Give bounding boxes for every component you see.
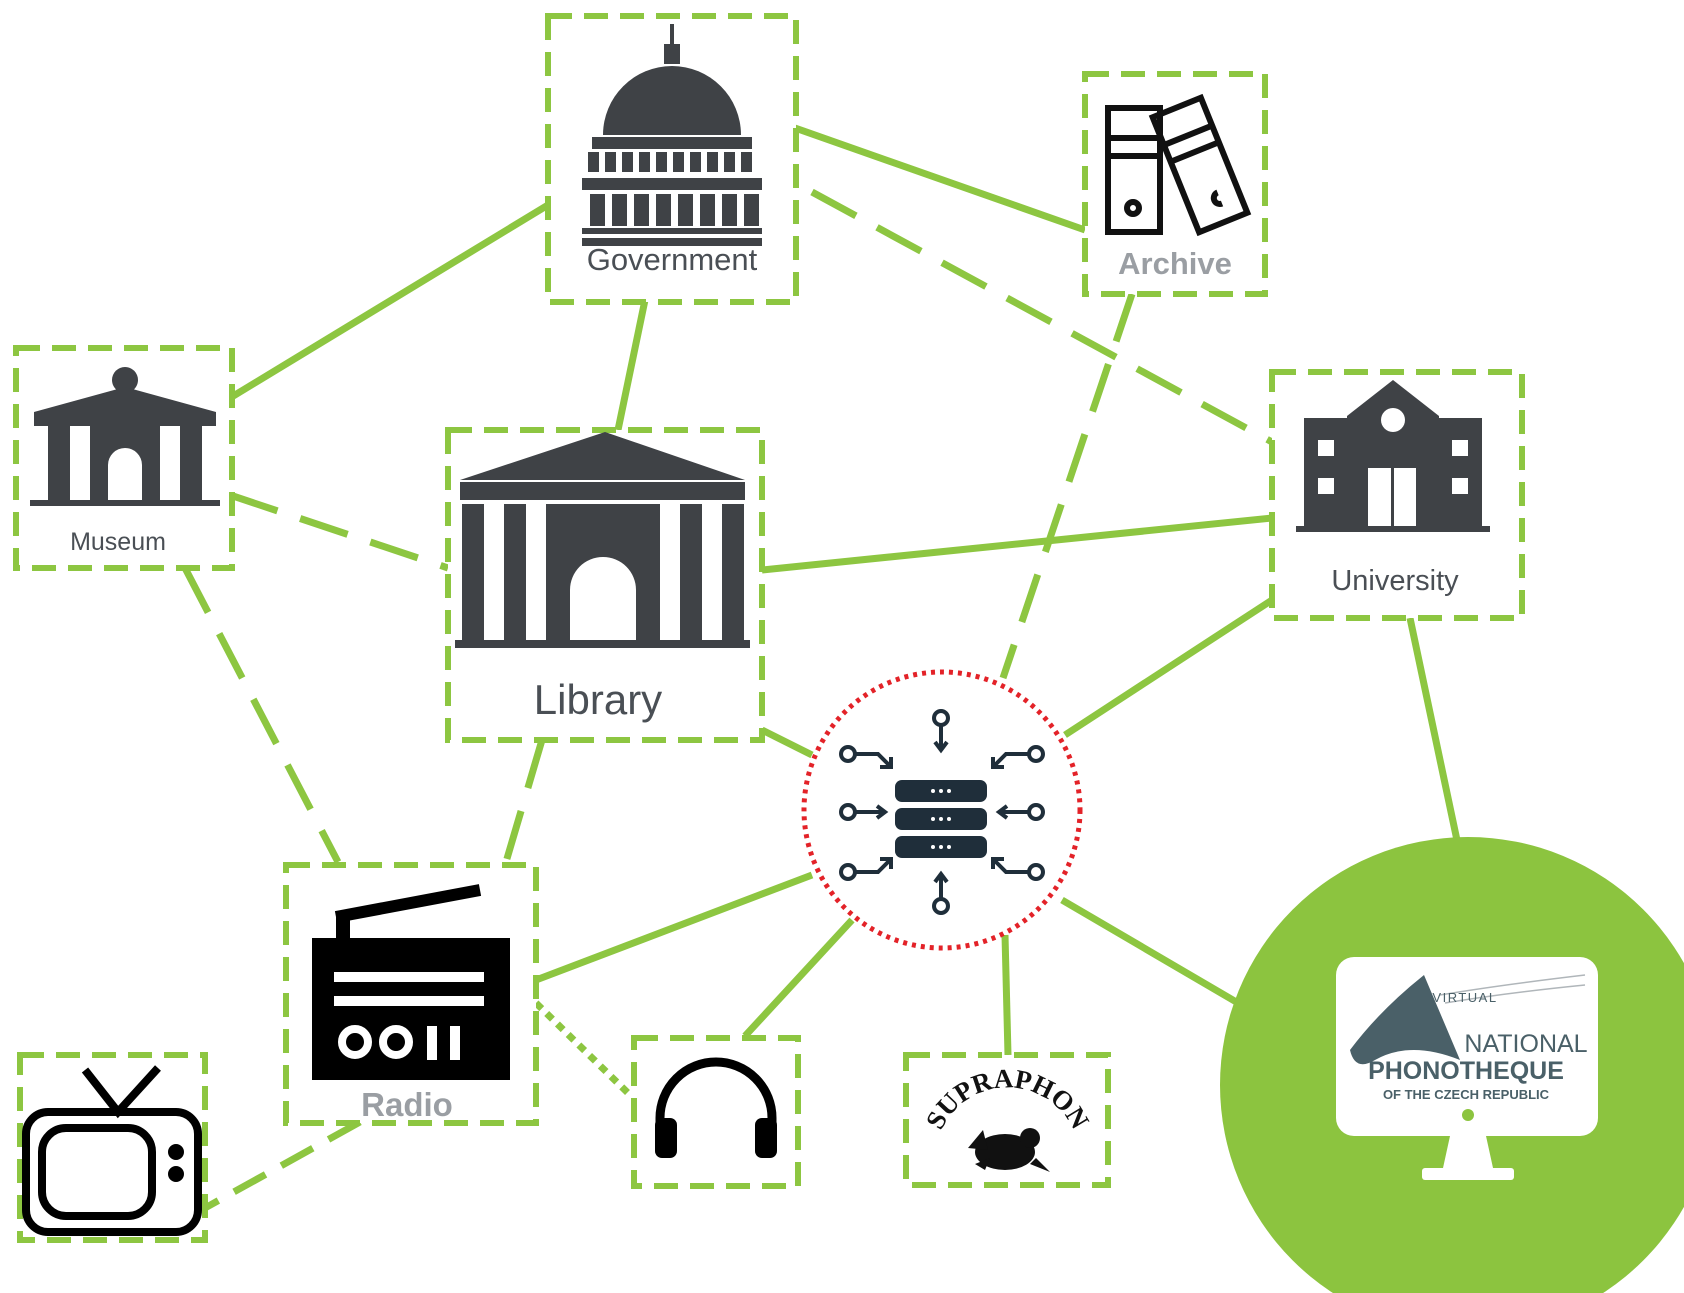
edge-museum-radio — [181, 566, 342, 864]
edge-government-archive — [793, 124, 1087, 234]
edge-university-hub — [1063, 597, 1274, 738]
connectors — [181, 124, 1462, 1212]
television-icon — [22, 1065, 202, 1236]
television-node[interactable] — [17, 1052, 208, 1243]
edge-hub-headphones — [742, 917, 855, 1039]
edge-radio-headphones — [533, 1000, 633, 1098]
database-hub-node[interactable] — [801, 669, 1083, 951]
edge-museum-library — [228, 491, 450, 572]
edge-government-museum — [228, 202, 550, 401]
phonotheque-node[interactable]: VIRTUAL NATIONAL PHONOTHEQUE OF THE CZEC… — [1220, 837, 1684, 1293]
edge-library-radio — [502, 739, 546, 863]
radio-node[interactable]: Radio — [283, 862, 539, 1126]
data-flow-arrows-icon — [839, 709, 1045, 915]
capitol-icon — [582, 24, 762, 246]
headphones-node[interactable] — [631, 1035, 801, 1189]
library-node[interactable]: Library — [445, 427, 765, 743]
edge-radio-television — [203, 1118, 362, 1212]
archive-node[interactable]: Archive — [1082, 71, 1268, 297]
edge-government-library — [614, 299, 649, 431]
museum-icon — [30, 367, 220, 506]
phonotheque-line1: VIRTUAL — [1432, 990, 1497, 1005]
supraphon-node[interactable]: SUPRAPHON — [903, 1052, 1111, 1188]
radio-label: Radio — [361, 1086, 453, 1123]
edge-hub-radio — [534, 871, 814, 984]
edge-library-university — [761, 514, 1273, 574]
phonotheque-line4: OF THE CZECH REPUBLIC — [1383, 1087, 1550, 1102]
museum-node[interactable]: Museum — [13, 345, 235, 571]
edge-government-university — [810, 188, 1274, 446]
library-label: Library — [534, 676, 662, 723]
binders-icon — [1105, 93, 1252, 237]
edge-library-hub — [760, 726, 814, 759]
phonotheque-line3: PHONOTHEQUE — [1368, 1057, 1564, 1085]
museum-label: Museum — [70, 528, 166, 556]
archive-label: Archive — [1118, 246, 1232, 281]
edge-hub-phonotheque — [1060, 896, 1252, 1014]
edge-archive-hub — [999, 292, 1136, 680]
government-label: Government — [587, 242, 758, 277]
university-icon — [1296, 380, 1490, 532]
radio-icon — [312, 884, 510, 1080]
headphones-icon — [655, 1057, 777, 1158]
gramophone-horn-icon — [1350, 974, 1586, 1065]
library-icon — [455, 432, 750, 648]
library-frame — [445, 427, 765, 743]
lion-emblem-icon — [968, 1128, 1050, 1172]
university-node[interactable]: University — [1269, 369, 1525, 621]
government-node[interactable]: Government — [545, 13, 799, 305]
database-icon — [895, 780, 987, 858]
university-label: University — [1331, 565, 1459, 597]
edge-university-phonotheque — [1406, 617, 1462, 846]
phonotheque-line2: NATIONAL — [1464, 1030, 1587, 1058]
edge-hub-supraphon — [1001, 934, 1012, 1056]
